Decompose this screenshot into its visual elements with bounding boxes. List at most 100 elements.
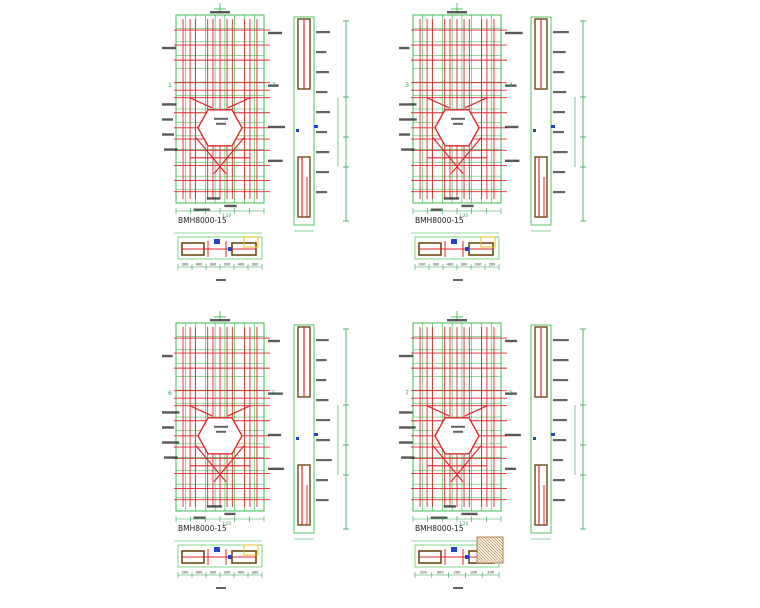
side-section — [293, 324, 349, 540]
annotation-text — [505, 392, 517, 395]
panel-side-index-label: 2 — [272, 82, 276, 89]
annotations — [162, 339, 285, 519]
side-section-lower-wall — [534, 464, 548, 526]
annotation-text — [553, 499, 566, 502]
hatched-block-outline — [476, 536, 504, 564]
blue-marker — [465, 555, 469, 559]
side-section-outline — [530, 324, 552, 534]
annotation-text — [505, 125, 519, 129]
annotation-text — [505, 159, 520, 163]
annotation-text — [224, 204, 237, 208]
annotation-text — [553, 71, 565, 74]
blue-marker — [533, 437, 536, 440]
annotation-text — [553, 171, 566, 174]
annotation-text — [316, 379, 327, 382]
annotation-text — [553, 111, 565, 114]
panel-index-label: 1 — [168, 82, 172, 89]
annotation-text — [193, 208, 210, 211]
annotation-text — [268, 84, 279, 87]
rebar-diagonal — [450, 445, 482, 483]
blue-marker — [296, 437, 299, 440]
elevation-bottom-dims — [175, 208, 265, 214]
hatch-line — [483, 536, 504, 557]
dimension-value: 300 — [437, 571, 445, 575]
panel-title: BMH8000-15 — [178, 216, 227, 225]
rebar-group — [411, 327, 507, 507]
annotation-text — [553, 191, 566, 194]
side-section-outline — [530, 16, 552, 226]
annotations — [399, 339, 521, 519]
annotation-text — [162, 133, 174, 136]
side-section-outline — [293, 324, 315, 534]
annotation-text — [553, 399, 568, 402]
rebar-group — [174, 19, 270, 199]
rebar-diagonal — [464, 97, 488, 109]
yellow-marker — [243, 544, 259, 556]
annotation-text — [399, 354, 413, 358]
annotation-text — [316, 419, 331, 422]
annotation-text — [399, 118, 417, 121]
annotation-text — [399, 46, 410, 50]
annotation-text — [430, 208, 442, 211]
annotation-text — [162, 426, 174, 429]
dimension-value: 200 — [224, 571, 232, 575]
annotation-text — [316, 399, 329, 402]
annotation-text — [553, 479, 565, 482]
annotation-text — [216, 122, 226, 125]
annotation-text — [453, 587, 463, 589]
dimension-value: 200 — [489, 263, 497, 267]
hatched-block — [476, 536, 504, 564]
rebar-diagonal — [432, 137, 464, 175]
annotation-text — [268, 125, 286, 129]
hatch-line — [492, 536, 504, 548]
blue-marker — [451, 547, 457, 552]
dimension-value: 200 — [420, 571, 428, 575]
rebar-diagonal — [227, 405, 251, 417]
annotation-text — [453, 430, 463, 433]
annotation-text — [553, 419, 567, 422]
side-section — [293, 16, 349, 232]
annotation-text — [553, 379, 569, 382]
annotation-text — [316, 31, 330, 34]
dimension-value: 400 — [447, 263, 455, 267]
rebar-diagonal — [450, 137, 482, 175]
dimension-value: 200 — [224, 263, 232, 267]
annotation-text — [206, 197, 221, 200]
annotation-text — [453, 279, 463, 281]
annotation-text — [162, 103, 177, 106]
hatch-line — [501, 536, 504, 539]
dimension-value: 200 — [487, 571, 495, 575]
annotation-text — [553, 439, 567, 442]
rebar-group — [411, 19, 507, 199]
annotation-text — [430, 516, 448, 519]
elevation-bottom-dims — [175, 516, 265, 522]
dimension-value: 200 — [182, 571, 190, 575]
rebar-diagonal — [426, 97, 450, 109]
annotation-text — [214, 425, 228, 428]
annotation-text — [399, 411, 413, 414]
hatch-line — [477, 536, 504, 563]
opening-frame — [197, 417, 243, 455]
dimension-value: 300 — [433, 263, 441, 267]
dimension-value: 400 — [196, 263, 204, 267]
annotation-text — [162, 441, 180, 444]
annotation-text — [210, 11, 230, 14]
annotation-text — [461, 204, 474, 208]
dimension-value: 300 — [252, 571, 260, 575]
blue-marker — [533, 129, 536, 132]
blue-marker — [214, 239, 220, 244]
annotation-text — [399, 103, 417, 106]
annotation-text — [268, 159, 283, 163]
panel-side-index-label: 5 — [272, 390, 276, 397]
dimension-value: 200 — [454, 571, 462, 575]
annotation-text — [399, 426, 416, 429]
annotations — [399, 31, 523, 211]
annotation-text — [399, 133, 410, 136]
annotation-text — [316, 51, 327, 54]
annotation-text — [505, 339, 518, 343]
annotation-text — [268, 31, 283, 35]
rebar-diagonal — [189, 405, 213, 417]
rebar-group — [174, 327, 270, 507]
annotation-text — [164, 148, 178, 151]
